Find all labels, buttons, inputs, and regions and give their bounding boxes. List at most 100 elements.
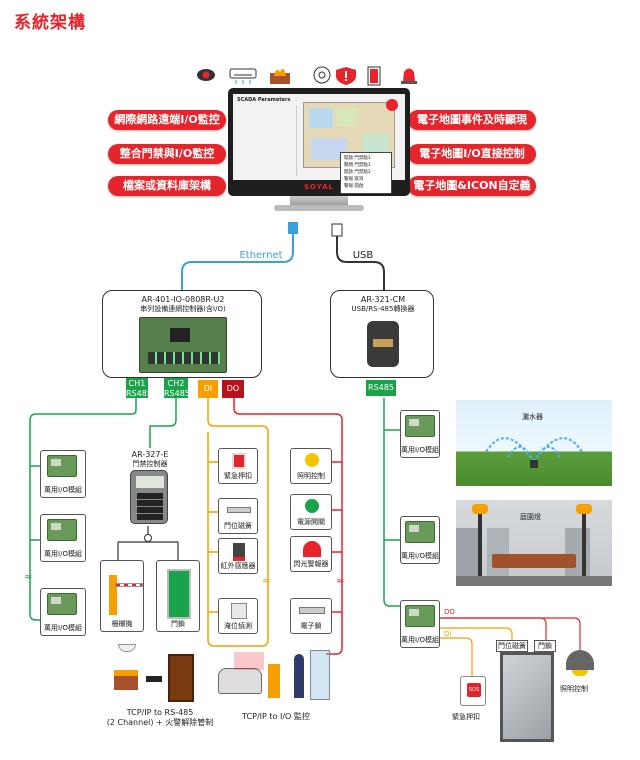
di-door-sensor: 門位磁簧	[218, 498, 258, 534]
eye-icon	[197, 69, 215, 81]
port-ch1-name: CH1	[128, 379, 146, 388]
pir-sensor-icon	[233, 543, 245, 561]
ethernet-plug-icon	[288, 222, 298, 234]
svg-text:≈: ≈	[262, 576, 270, 587]
lamp-label: 庭園燈	[520, 513, 541, 521]
floor-room-4	[311, 138, 347, 160]
wooden-door-icon	[168, 654, 194, 702]
caption-middle: TCP/IP to I/O 監控	[242, 712, 310, 721]
barrier-arm	[115, 583, 143, 587]
converter-model: AR-321-CM	[360, 295, 406, 304]
do-power-switch: 電源開關	[290, 494, 332, 530]
port-ch2-type: RS485	[164, 389, 190, 398]
pill-map-icon: 電子地圖&ICON自定義	[408, 176, 536, 196]
siren-icon	[401, 68, 417, 84]
converter-desc: USB/RS-485轉換器	[351, 305, 415, 313]
park-bench	[492, 554, 576, 568]
port-di: DI	[198, 380, 218, 398]
popup-item: 警報 取消	[344, 177, 364, 182]
reader-model: AR-327-E	[131, 450, 169, 459]
converter-device	[367, 321, 399, 367]
barrier-box: 柵欄機	[100, 560, 144, 632]
sprinkler-spray	[485, 437, 583, 468]
di-emergency-button: 緊急押扣	[218, 448, 258, 484]
lamp-head-right	[576, 504, 592, 514]
shield-alert-icon	[336, 67, 356, 85]
icon-strip	[197, 66, 417, 86]
do-device-label: 電源開關	[297, 518, 325, 526]
monitor-popup: 開啟 門禁點1 關閉 門禁點1 開啟 門禁點2 警報 取消 警報 開啟	[340, 152, 392, 194]
monitor-base	[274, 205, 364, 211]
pill-map-io: 電子地圖I/O直接控制	[408, 144, 536, 164]
monitor-brand: SOYAL	[303, 183, 335, 191]
door-icon	[367, 66, 381, 86]
ethernet-label: Ethernet	[239, 250, 283, 261]
ground	[456, 576, 612, 586]
pill-map-event: 電子地圖事件及時顯現	[408, 110, 536, 130]
screen-title: SCADA Parameters	[237, 97, 291, 103]
pill-access-io: 整合門禁與I/O監控	[108, 144, 226, 164]
monitor-stand	[290, 196, 348, 206]
io-module-label: 萬用I/O模組	[401, 446, 439, 454]
usb-plug-icon	[331, 223, 343, 237]
light-glow	[572, 670, 588, 676]
reader-keypad	[137, 492, 163, 520]
alert-icon	[386, 99, 398, 111]
reader-screen	[136, 476, 164, 488]
strobe-icon	[303, 541, 321, 557]
do-electric-lock: 電子鎖	[290, 598, 332, 634]
converter-label	[373, 339, 393, 347]
pcb-chip	[170, 328, 190, 342]
ac-icon	[229, 68, 257, 84]
screen-sidebar	[237, 106, 297, 176]
popup-item: 開啟 門禁點2	[344, 170, 371, 175]
monitor: SCADA Parameters 開啟 門禁點1 關閉 門禁點1 開啟 門禁點2…	[228, 88, 410, 212]
port-ch1-type: RS485	[126, 389, 152, 398]
door-sensor-tag: 門位磁簧	[496, 640, 528, 652]
usb-label: USB	[352, 250, 374, 261]
di-device-label: 緊急押扣	[224, 472, 252, 480]
io-module-label: 萬用I/O模組	[44, 550, 82, 558]
sprinkler-label: 灑水器	[522, 413, 543, 421]
arrow-icon	[146, 676, 162, 682]
access-reader	[130, 470, 168, 524]
fire-door-illustration	[110, 644, 210, 704]
camera-beam	[234, 652, 264, 670]
barrier-icon	[109, 575, 117, 615]
io-module-label: 萬用I/O模組	[44, 624, 82, 632]
door-lock-icon	[167, 569, 191, 619]
lamp-scene: 庭園燈	[456, 500, 612, 586]
svg-text:≈: ≈	[336, 576, 344, 587]
port-ch2-name: CH2	[167, 379, 185, 388]
sos-icon: SOS	[467, 683, 481, 697]
floor-room-1	[309, 108, 333, 128]
pcb-relay-row	[148, 352, 220, 364]
glass-panel	[310, 650, 330, 700]
io-module-label: 萬用I/O模組	[401, 636, 439, 644]
lamp-post-left	[478, 510, 482, 586]
emergency-button-icon	[232, 453, 246, 469]
popup-item: 關閉 門禁點1	[344, 163, 371, 168]
popup-item: 警報 開啟	[344, 184, 364, 189]
do-lighting: 照明控制	[290, 448, 332, 484]
do-strobe-alarm: 閃光警報器	[290, 536, 332, 572]
ceiling-light	[566, 650, 594, 670]
power-icon	[305, 499, 319, 513]
car-icon	[218, 668, 262, 694]
controller-pcb	[139, 317, 227, 373]
fire-icon	[114, 670, 138, 690]
sos-label: 緊急押扣	[452, 713, 480, 721]
lamp-head-left	[472, 504, 488, 514]
door-di-label: DI	[444, 630, 452, 638]
port-rs485: RS485	[366, 380, 396, 396]
do-device-label: 電子鎖	[300, 622, 322, 630]
io-module-4: 萬用I/O模組	[400, 410, 440, 458]
popup-item: 開啟 門禁點1	[344, 156, 371, 161]
barrier-label: 柵欄機	[111, 620, 133, 628]
door-lock-box: 門鎖	[156, 560, 200, 632]
light-label: 照明控制	[560, 685, 588, 693]
door-lock-tag: 門鎖	[534, 640, 556, 652]
